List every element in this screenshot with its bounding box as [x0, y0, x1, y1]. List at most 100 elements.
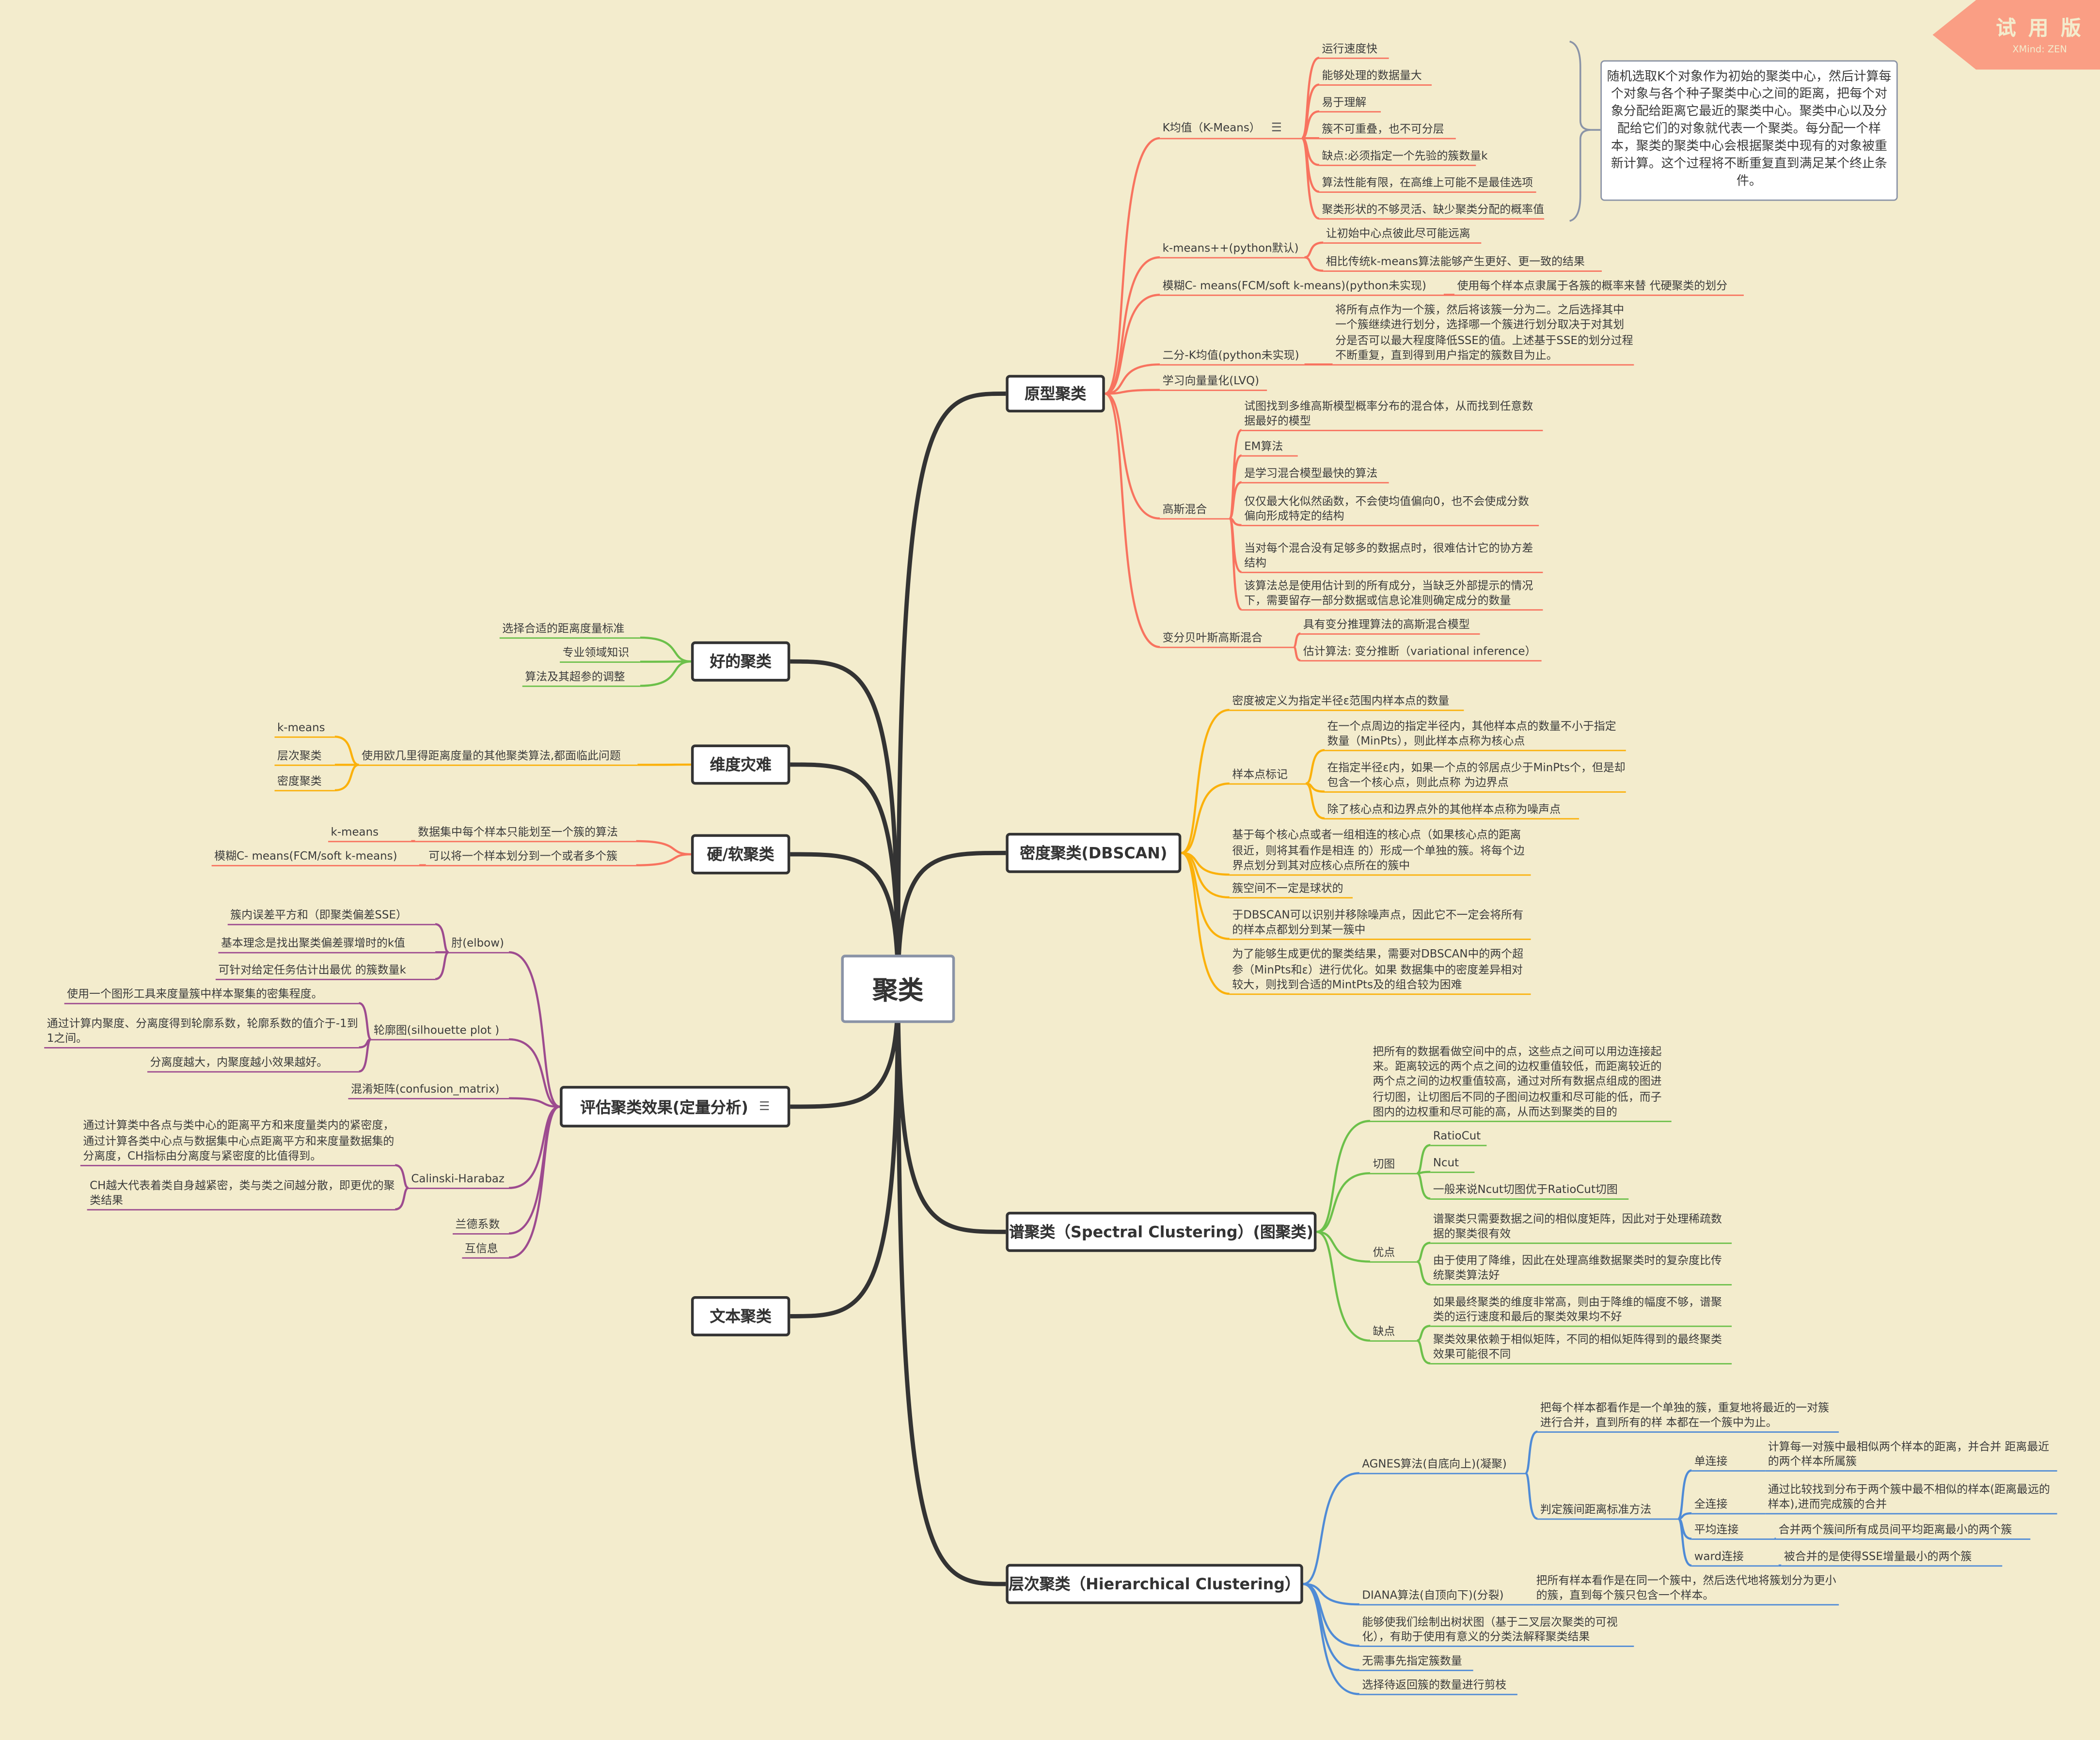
branch-line	[1304, 256, 1324, 272]
node-confusion-matrix[interactable]: 混淆矩阵(confusion_matrix)	[348, 1082, 509, 1099]
node-cut-item[interactable]: RatioCut	[1430, 1129, 1487, 1146]
node-diana[interactable]: DIANA算法(自顶向下)(分裂)	[1359, 1588, 1534, 1606]
node-kmeanspp-item[interactable]: 相比传统k-means算法能够产生更好、更一致的结果	[1323, 254, 1602, 272]
topic-evaluation[interactable]: 评估聚类效果(定量分析)☰	[560, 1086, 790, 1128]
node-dbscan-item[interactable]: 于DBSCAN可以识别并移除噪声点，因此它不一定会将所有 的样本点都划分到某一簇…	[1229, 907, 1531, 940]
node-kmeans-item[interactable]: 运行速度快	[1319, 41, 1389, 59]
node-fcm[interactable]: 模糊C- means(FCM/soft k-means)(python未实现)	[1160, 278, 1444, 296]
topic-hard-soft-clustering[interactable]: 硬/软聚类	[691, 834, 790, 875]
node-graph-cut[interactable]: 切图	[1370, 1157, 1417, 1175]
node-soft-desc[interactable]: 可以将一个样本划分到一个或者多个簇	[426, 848, 636, 866]
topic-good-clustering[interactable]: 好的聚类	[691, 641, 790, 682]
note-icon[interactable]: ☰	[759, 1100, 770, 1113]
node-silhouette-item[interactable]: 通过计算内聚度、分离度得到轮廓系数，轮廓系数的值介于-1到1之间。	[44, 1016, 359, 1049]
node-soft-name[interactable]: 模糊C- means(FCM/soft k-means)	[211, 848, 419, 866]
node-silhouette-item[interactable]: 分离度越大，内聚度越小效果越好。	[147, 1055, 359, 1073]
node-kmeans[interactable]: K均值（K-Means）☰	[1160, 120, 1302, 140]
topic-hierarchical-clustering[interactable]: 层次聚类（Hierarchical Clustering）	[1006, 1564, 1303, 1604]
node-density-def[interactable]: 密度被定义为指定半径ε范围内样本点的数量	[1229, 693, 1464, 711]
node-dimension-desc[interactable]: 使用欧几里得距离度量的其他聚类算法,都面临此问题	[359, 748, 638, 766]
node-marking-item[interactable]: 在指定半径ε内，如果一个点的邻居点少于MinPts个，但是却包含一个核心点，则此…	[1325, 760, 1626, 793]
node-kmeans-item[interactable]: 缺点:必须指定一个先验的簇数量k	[1319, 148, 1487, 166]
node-good-item[interactable]: 选择合适的距离度量标准	[499, 621, 640, 639]
node-mutual-information[interactable]: 互信息	[462, 1241, 509, 1259]
node-gmm-item[interactable]: 试图找到多维高斯模型概率分布的混合体，从而找到任意数据最好的模型	[1241, 398, 1543, 431]
node-kmeans-item[interactable]: 能够处理的数据量大	[1319, 68, 1432, 86]
node-marking-item[interactable]: 除了核心点和边界点外的其他样本点称为噪声点	[1325, 802, 1579, 820]
node-agnes[interactable]: AGNES算法(自底向上)(凝聚)	[1359, 1457, 1526, 1474]
node-dbscan-item[interactable]: 基于每个核心点或者一组相连的核心点（如果核心点的距离很近，则将其看作是相连 的）…	[1229, 828, 1531, 876]
node-ward-linkage[interactable]: ward连接	[1691, 1549, 1779, 1567]
node-gmm[interactable]: 高斯混合	[1160, 502, 1230, 520]
node-calinski-harabaz[interactable]: Calinski-Harabaz	[408, 1171, 509, 1189]
node-good-item[interactable]: 算法及其超参的调整	[522, 669, 640, 687]
node-hier-item[interactable]: 能够使我们绘制出树状图（基于二叉层次聚类的可视化），有助于使用有意义的分类法解释…	[1359, 1615, 1634, 1647]
node-kmeans-item[interactable]: 聚类形状的不够灵活、缺少聚类分配的概率值	[1319, 202, 1545, 220]
central-topic[interactable]: 聚类	[841, 955, 955, 1023]
node-sample-marking[interactable]: 样本点标记	[1229, 767, 1306, 785]
node-kmeanspp-item[interactable]: 让初始中心点彼此尽可能远离	[1323, 226, 1482, 244]
node-linkage-criteria[interactable]: 判定簇间距离标准方法	[1537, 1502, 1678, 1520]
node-gmm-item[interactable]: EM算法	[1241, 439, 1298, 457]
node-complete-linkage-desc[interactable]: 通过比较找到分布于两个簇中最不相似的样本(距离最远的样本),进而完成簇的合并	[1765, 1482, 2057, 1515]
node-cut-item[interactable]: Ncut	[1430, 1155, 1475, 1173]
node-ch-item[interactable]: 通过计算类中各点与类中心的距离平方和来度量类内的紧密度，通过计算各类中心点与数据…	[80, 1119, 395, 1166]
node-vbgmm-item[interactable]: 具有变分推理算法的高斯混合模型	[1300, 617, 1480, 635]
node-diana-desc[interactable]: 把所有样本看作是在同一个簇中，然后迭代地将簇划分为更小的簇，直到每个簇只包含一个…	[1533, 1573, 1839, 1606]
topic-dbscan[interactable]: 密度聚类(DBSCAN)	[1006, 832, 1182, 873]
node-bisecting-desc[interactable]: 将所有点作为一个簇，然后将该簇一分为二。之后选择其中一个簇继续进行划分，选择哪一…	[1332, 303, 1634, 366]
node-pros-item[interactable]: 谱聚类只需要数据之间的相似度矩阵，因此对于处理稀疏数据的聚类很有效	[1430, 1211, 1732, 1244]
node-marking-item[interactable]: 在一个点周边的指定半径内，其他样本点的数量不小于指定数量（MinPts），则此样…	[1325, 719, 1626, 752]
node-dimension-item[interactable]: 层次聚类	[274, 748, 335, 766]
node-hard-name[interactable]: k-means	[328, 825, 411, 843]
node-fcm-desc[interactable]: 使用每个样本点隶属于各簇的概率来替 代硬聚类的划分	[1454, 278, 1744, 296]
node-single-linkage-desc[interactable]: 计算每一对簇中最相似两个样本的距离，并合并 距离最近的两个样本所属簇	[1765, 1439, 2057, 1472]
node-agnes-desc[interactable]: 把每个样本都看作是一个单独的簇，重复地将最近的一对簇进行合并，直到所有的样 本都…	[1537, 1400, 1839, 1433]
node-cut-item[interactable]: 一般来说Ncut切图优于RatioCut切图	[1430, 1182, 1629, 1200]
node-gmm-item[interactable]: 仅仅最大化似然函数，不会使均值偏向0，也不会使成分数偏向形成特定的结构	[1241, 494, 1539, 527]
node-average-linkage-desc[interactable]: 合并两个簇间所有成员间平均距离最小的两个簇	[1776, 1522, 2031, 1540]
node-vbgmm[interactable]: 变分贝叶斯高斯混合	[1160, 630, 1294, 648]
node-ward-linkage-desc[interactable]: 被合并的是使得SSE增量最小的两个簇	[1781, 1549, 2003, 1567]
node-gmm-item[interactable]: 是学习混合模型最快的算法	[1241, 466, 1389, 484]
node-cons-item[interactable]: 聚类效果依赖于相似矩阵，不同的相似矩阵得到的最终聚类效果可能很不同	[1430, 1332, 1732, 1364]
node-single-linkage[interactable]: 单连接	[1691, 1454, 1766, 1472]
topic-curse-of-dimensionality[interactable]: 维度灾难	[691, 744, 790, 785]
node-pros-item[interactable]: 由于使用了降维，因此在处理高维数据聚类时的复杂度比传统聚类算法好	[1430, 1253, 1732, 1285]
node-dbscan-item[interactable]: 为了能够生成更优的聚类结果，需要对DBSCAN中的两个超参（MinPts和ε）进…	[1229, 947, 1531, 995]
node-silhouette-item[interactable]: 使用一个图形工具来度量簇中样本聚集的密集程度。	[64, 987, 359, 1004]
node-average-linkage[interactable]: 平均连接	[1691, 1522, 1775, 1540]
node-hard-desc[interactable]: 数据集中每个样本只能划至一个簇的算法	[415, 825, 636, 843]
node-dimension-item[interactable]: k-means	[274, 720, 335, 738]
node-spectral-desc[interactable]: 把所有的数据看做空间中的点，这些点之间可以用边连接起来。距离较远的两个点之间的边…	[1370, 1044, 1672, 1122]
node-kmeanspp[interactable]: k-means++(python默认)	[1160, 241, 1305, 259]
node-ch-item[interactable]: CH越大代表着类自身越紧密，类与类之间越分散，即更优的聚类结果	[87, 1178, 395, 1211]
node-bisecting-kmeans[interactable]: 二分-K均值(python未实现)	[1160, 348, 1305, 366]
node-kmeans-item[interactable]: 簇不可重叠，也不可分层	[1319, 122, 1456, 140]
node-complete-linkage[interactable]: 全连接	[1691, 1497, 1766, 1515]
node-dbscan-item[interactable]: 簇空间不一定是球状的	[1229, 881, 1353, 899]
node-pros[interactable]: 优点	[1370, 1245, 1417, 1263]
node-hier-item[interactable]: 无需事先指定簇数量	[1359, 1653, 1473, 1671]
topic-text-clustering[interactable]: 文本聚类	[691, 1296, 790, 1336]
node-elbow-item[interactable]: 可针对给定任务估计出最优 的簇数量k	[215, 962, 436, 980]
node-vbgmm-item[interactable]: 估计算法: 变分推断（variational inference）	[1300, 644, 1542, 662]
node-good-item[interactable]: 专业领域知识	[560, 645, 640, 663]
node-lvq[interactable]: 学习向量量化(LVQ)	[1160, 373, 1267, 391]
node-cons[interactable]: 缺点	[1370, 1324, 1417, 1342]
node-gmm-item[interactable]: 该算法总是使用估计到的所有成分，当缺乏外部提示的情况下，需要留存一部分数据或信息…	[1241, 578, 1543, 611]
node-silhouette[interactable]: 轮廓图(silhouette plot )	[371, 1023, 509, 1041]
topic-spectral-clustering[interactable]: 谱聚类（Spectral Clustering）(图聚类)	[1006, 1211, 1317, 1252]
node-elbow[interactable]: 肘(elbow)	[448, 936, 509, 954]
node-elbow-item[interactable]: 基本理念是找出聚类偏差骤增时的k值	[218, 936, 436, 954]
node-kmeans-item[interactable]: 算法性能有限，在高维上可能不是最佳选项	[1319, 175, 1536, 193]
note-icon[interactable]: ☰	[1271, 121, 1282, 135]
node-dimension-item[interactable]: 密度聚类	[274, 774, 335, 792]
node-hier-item[interactable]: 选择待返回簇的数量进行剪枝	[1359, 1677, 1517, 1695]
node-gmm-item[interactable]: 当对每个混合没有足够多的数据点时，很难估计它的协方差结构	[1241, 540, 1543, 573]
node-rand-index[interactable]: 兰德系数	[453, 1217, 509, 1235]
node-elbow-item[interactable]: 簇内误差平方和（即聚类偏差SSE）	[227, 908, 436, 925]
topic-prototype-clustering[interactable]: 原型聚类	[1006, 375, 1105, 413]
node-cons-item[interactable]: 如果最终聚类的维度非常高，则由于降维的幅度不够，谱聚类的运行速度和最后的聚类效果…	[1430, 1294, 1732, 1327]
node-kmeans-item[interactable]: 易于理解	[1319, 95, 1381, 113]
